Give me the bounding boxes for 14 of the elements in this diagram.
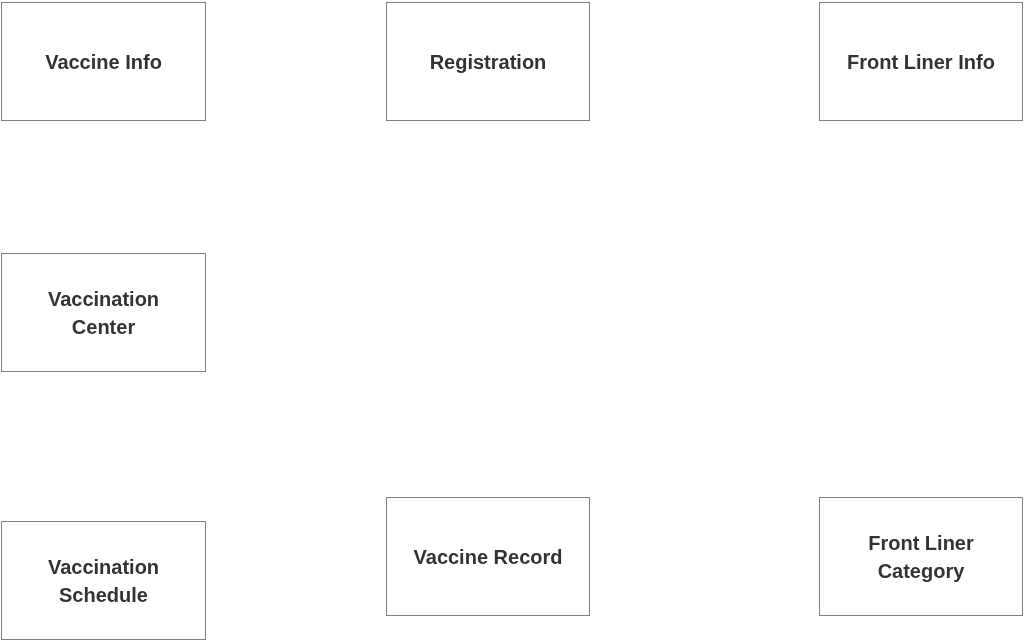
entity-name: Vaccine Info bbox=[45, 49, 162, 75]
entity-box bbox=[1, 253, 206, 372]
entity-name: Vaccine Record bbox=[413, 544, 563, 570]
entity-box bbox=[1, 2, 206, 121]
entity-box bbox=[386, 497, 590, 616]
entity-box bbox=[819, 497, 1023, 616]
entity-name: Vaccination Schedule bbox=[46, 554, 161, 608]
entity-name: Front Liner Category bbox=[867, 530, 975, 584]
entity-name: Vaccination Center bbox=[46, 286, 161, 340]
entity-name: Registration bbox=[429, 49, 547, 75]
entity-box bbox=[1, 521, 206, 640]
entity-name: Front Liner Info bbox=[847, 49, 995, 75]
entity-box bbox=[386, 2, 590, 121]
entity-box bbox=[819, 2, 1023, 121]
